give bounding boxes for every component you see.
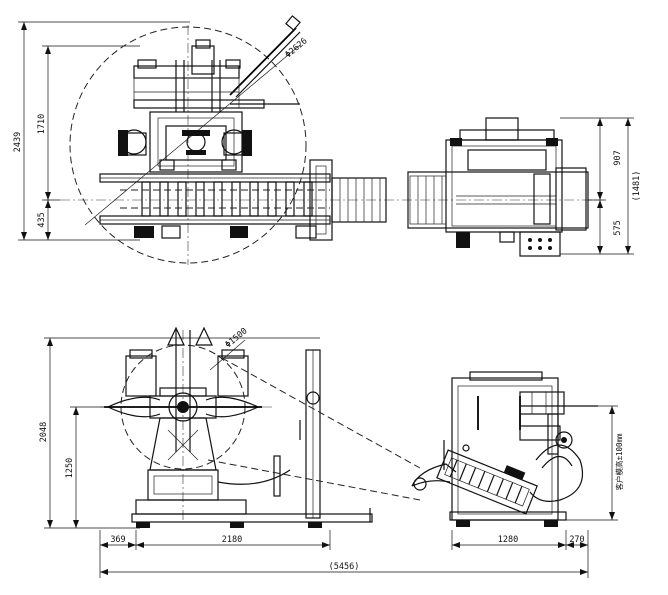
dim-bottom-height-total: 2048 — [39, 422, 49, 442]
dim-overall-length: (5456) — [329, 562, 360, 572]
top-right-view — [407, 117, 589, 257]
dim-top-height-total: 2439 — [13, 132, 23, 152]
bottom-left-view — [100, 326, 373, 528]
bottom-right-view — [411, 371, 598, 527]
dim-right-lower-height: 575 — [613, 220, 623, 235]
dim-right-upper-height: 907 — [613, 150, 623, 165]
coil-path — [221, 357, 421, 469]
dim-top-circle-diameter: Φ2626 — [284, 36, 310, 60]
dim-feeder-length: 1280 — [498, 535, 518, 545]
dim-feed-height-note: 客户模高±100mm — [614, 433, 624, 491]
dim-top-upper-height: 1710 — [37, 114, 47, 134]
dim-top-lower-height: 435 — [37, 212, 47, 227]
dim-bottom-mid-height: 1250 — [65, 458, 75, 478]
dim-main-length: 2180 — [222, 535, 242, 545]
top-slats — [141, 181, 313, 217]
top-left-view — [60, 15, 600, 265]
dimension-lines — [18, 21, 634, 578]
dim-left-offset: 369 — [110, 535, 125, 545]
dim-right-total-height: (1481) — [632, 171, 642, 202]
handle-arm — [229, 27, 297, 96]
dim-feeder-offset: 270 — [569, 535, 584, 545]
